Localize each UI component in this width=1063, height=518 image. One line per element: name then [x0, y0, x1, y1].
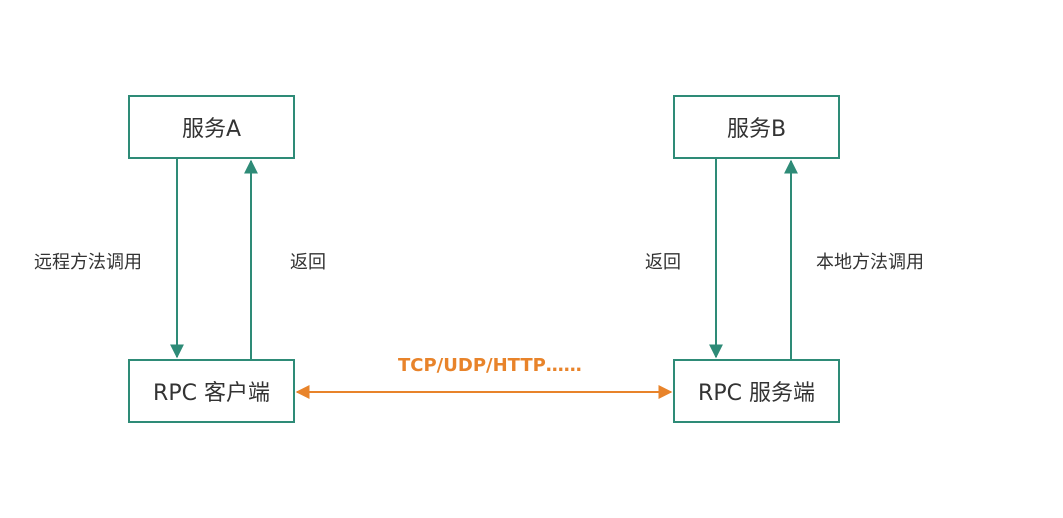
edge-label-return-b: 返回 — [645, 252, 681, 273]
node-rpc-server-label: RPC 服务端 — [698, 381, 815, 406]
node-service-b: 服务B — [673, 95, 840, 159]
node-service-b-label: 服务B — [726, 117, 787, 142]
edge-label-return-a: 返回 — [290, 252, 326, 273]
edge-label-local-call: 本地方法调用 — [816, 252, 924, 273]
node-service-a-label: 服务A — [181, 117, 242, 142]
node-service-a: 服务A — [128, 95, 295, 159]
node-rpc-client: RPC 客户端 — [128, 359, 295, 423]
edge-label-remote-call: 远程方法调用 — [34, 252, 142, 273]
edge-label-protocol: TCP/UDP/HTTP…… — [398, 355, 582, 376]
node-rpc-client-label: RPC 客户端 — [153, 381, 270, 406]
node-rpc-server: RPC 服务端 — [673, 359, 840, 423]
